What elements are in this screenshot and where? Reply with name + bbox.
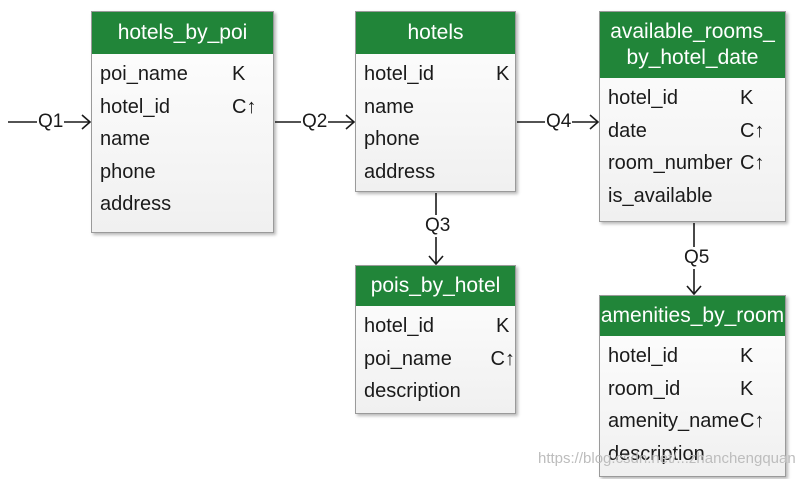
column-name: poi_name	[364, 347, 452, 370]
column-row: address	[364, 156, 515, 189]
column-key: K	[740, 377, 754, 400]
column-row: description	[364, 375, 515, 408]
table-title: hotels	[407, 21, 464, 44]
q2-arrowhead	[345, 114, 356, 130]
column-name: hotel_id	[364, 63, 435, 85]
column-name: address	[364, 160, 436, 183]
q1-arrowhead	[81, 114, 92, 130]
column-name: hotel_id	[608, 87, 679, 109]
table-header: hotels	[356, 12, 515, 54]
column-name: hotel_id	[608, 345, 679, 367]
column-row: poi_name K	[100, 58, 273, 91]
query-label-q2: Q2	[301, 111, 329, 133]
column-name: amenity_name	[608, 410, 740, 432]
column-name: room_id	[608, 377, 681, 400]
column-name: room_number	[608, 152, 733, 174]
query-label-q1: Q1	[37, 111, 65, 133]
column-row: phone	[364, 123, 515, 156]
q4-arrowhead	[589, 114, 600, 130]
table-title: by_hotel_date	[626, 46, 759, 69]
column-row: name	[364, 91, 515, 124]
column-name: name	[100, 128, 151, 150]
column-key: C↑	[490, 347, 515, 370]
table-title: pois_by_hotel	[370, 274, 501, 297]
watermark: https://blog.csdn.net/...zhanchengquan	[538, 450, 796, 467]
table-header: hotels_by_poi	[92, 12, 273, 54]
column-row: address	[100, 188, 273, 221]
table-header: amenities_by_room	[600, 296, 785, 336]
column-name: hotel_id	[364, 315, 435, 337]
column-key: C↑	[740, 410, 765, 432]
query-label-q4: Q4	[545, 111, 573, 133]
column-key: K	[496, 315, 510, 337]
query-label-q5: Q5	[683, 247, 711, 269]
column-row: hotel_id K	[608, 82, 785, 115]
column-row: hotel_id K	[608, 340, 785, 373]
column-row: hotel_id K	[364, 310, 515, 343]
column-row: poi_name C↑	[364, 343, 515, 376]
column-name: is_available	[608, 184, 713, 207]
table-header: available_rooms_ by_hotel_date	[600, 12, 785, 78]
column-key: K	[740, 87, 754, 109]
column-key: K	[232, 63, 246, 85]
column-name: poi_name	[100, 63, 188, 85]
table-title: amenities_by_room	[600, 304, 785, 327]
table-header: pois_by_hotel	[356, 266, 515, 306]
column-row: room_id K	[608, 373, 785, 406]
column-row: description	[608, 438, 785, 471]
column-row: phone	[100, 156, 273, 189]
column-key: K	[740, 345, 754, 367]
column-name: phone	[100, 160, 156, 183]
column-name: hotel_id	[100, 95, 171, 118]
table-title: available_rooms_	[610, 20, 775, 43]
column-row: hotel_id C↑	[100, 91, 273, 124]
column-row: date C↑	[608, 115, 785, 148]
table-title: hotels_by_poi	[117, 21, 248, 44]
column-row: hotel_id K	[364, 58, 515, 91]
column-key: K	[496, 63, 510, 85]
column-key: C↑	[740, 119, 765, 142]
column-name: address	[100, 193, 172, 215]
column-name: name	[364, 95, 415, 118]
query-label-q3: Q3	[424, 215, 452, 237]
column-name: date	[608, 119, 647, 142]
q3-arrowhead	[428, 255, 444, 266]
column-row: is_available	[608, 180, 785, 213]
column-name: phone	[364, 128, 420, 150]
q5-arrowhead	[686, 285, 702, 296]
column-key: C↑	[232, 95, 257, 118]
column-key: C↑	[740, 152, 765, 174]
column-row: room_number C↑	[608, 147, 785, 180]
column-name: description	[608, 442, 705, 465]
column-name: description	[364, 380, 461, 402]
column-row: name	[100, 123, 273, 156]
